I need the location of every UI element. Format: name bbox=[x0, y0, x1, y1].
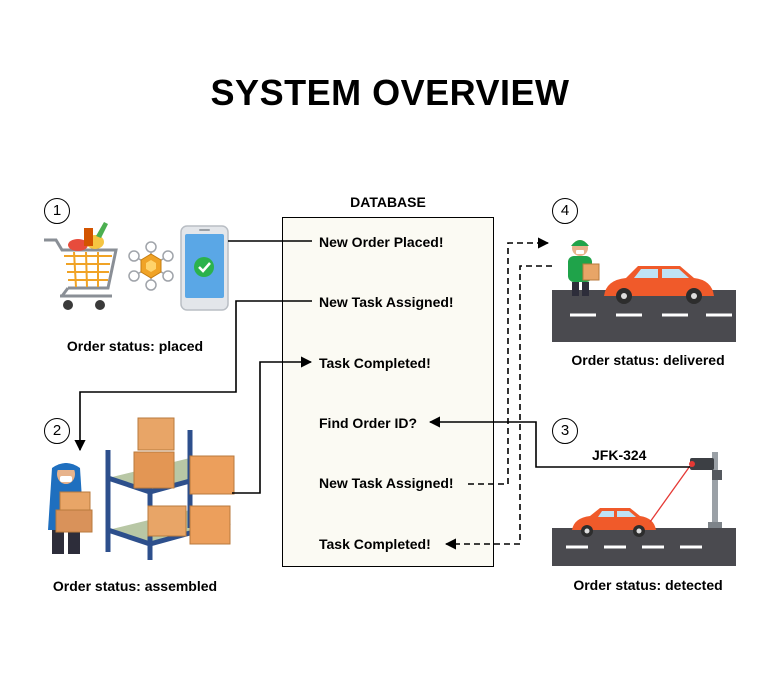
page-title: SYSTEM OVERVIEW bbox=[210, 72, 570, 113]
road-icon-delivered bbox=[552, 290, 736, 342]
network-hub-icon bbox=[128, 241, 174, 291]
db-entry-new-task-assigned-2: New Task Assigned! bbox=[319, 475, 454, 491]
traffic-camera-icon bbox=[649, 452, 722, 528]
license-plate-label: JFK-324 bbox=[592, 447, 647, 463]
connector-shelf-to-db bbox=[232, 356, 313, 494]
connector-courier-to-db bbox=[444, 265, 552, 550]
database-label: DATABASE bbox=[350, 194, 426, 210]
db-entry-new-task-assigned-1: New Task Assigned! bbox=[319, 294, 454, 310]
connector-task-to-worker bbox=[74, 300, 312, 452]
smartphone-icon bbox=[180, 225, 229, 311]
step-1-badge: 1 bbox=[44, 198, 70, 224]
step-4-badge: 4 bbox=[552, 198, 578, 224]
step-3-badge: 3 bbox=[552, 418, 578, 444]
step-2-badge: 2 bbox=[44, 418, 70, 444]
db-entry-task-completed-2: Task Completed! bbox=[319, 536, 431, 552]
caption-assembled: Order status: assembled bbox=[52, 578, 218, 594]
database-box bbox=[282, 217, 494, 567]
connector-task-to-courier bbox=[468, 237, 550, 485]
warehouse-worker-icon bbox=[48, 463, 93, 554]
db-entry-find-order-id: Find Order ID? bbox=[319, 415, 417, 431]
caption-delivered: Order status: delivered bbox=[571, 352, 725, 368]
caption-detected: Order status: detected bbox=[573, 577, 723, 593]
warehouse-shelf-icon bbox=[105, 417, 235, 560]
shopping-cart-icon bbox=[44, 222, 118, 310]
db-entry-new-order-placed: New Order Placed! bbox=[319, 234, 444, 250]
connector-camera-to-find bbox=[428, 416, 690, 468]
delivery-courier-icon bbox=[568, 240, 600, 296]
car-icon-delivered bbox=[604, 266, 714, 304]
car-icon-detected bbox=[572, 508, 656, 537]
caption-placed: Order status: placed bbox=[66, 338, 204, 354]
db-entry-task-completed-1: Task Completed! bbox=[319, 355, 431, 371]
